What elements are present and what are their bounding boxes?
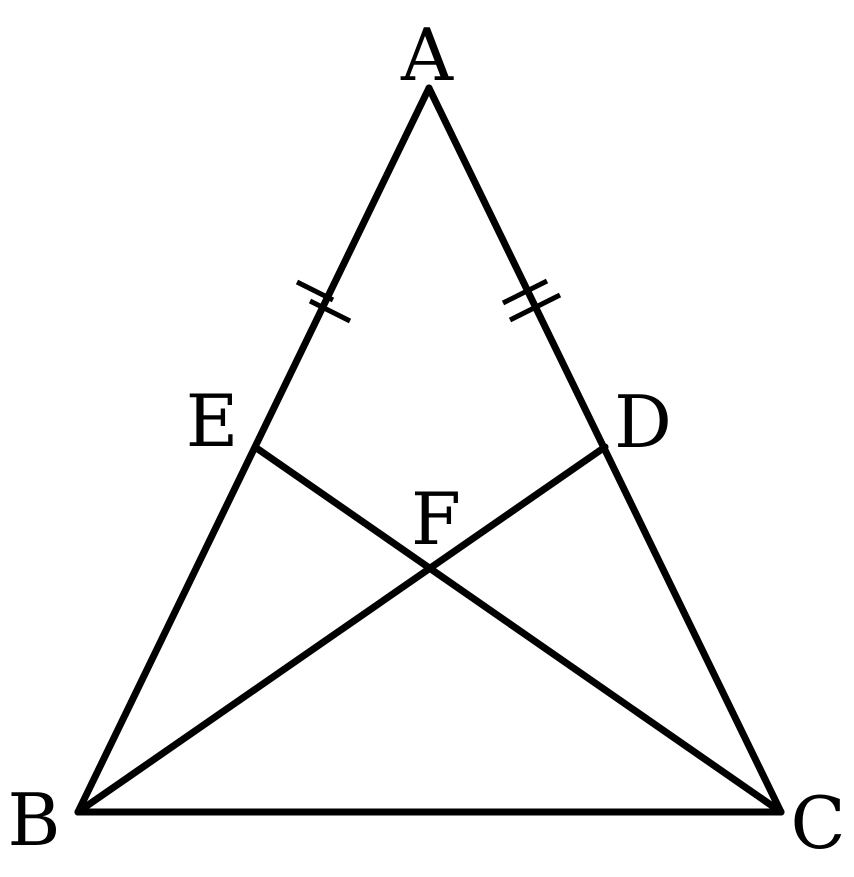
segment-bd [74,443,609,816]
label-b: B [8,778,61,862]
label-d: D [614,380,672,464]
segment-ce [251,443,785,816]
equal-mark-ae [295,279,352,324]
label-e: E [186,379,239,463]
equal-mark-ad [501,278,562,323]
label-a: A [400,13,454,97]
label-f: F [411,477,461,561]
label-c: C [790,781,845,865]
